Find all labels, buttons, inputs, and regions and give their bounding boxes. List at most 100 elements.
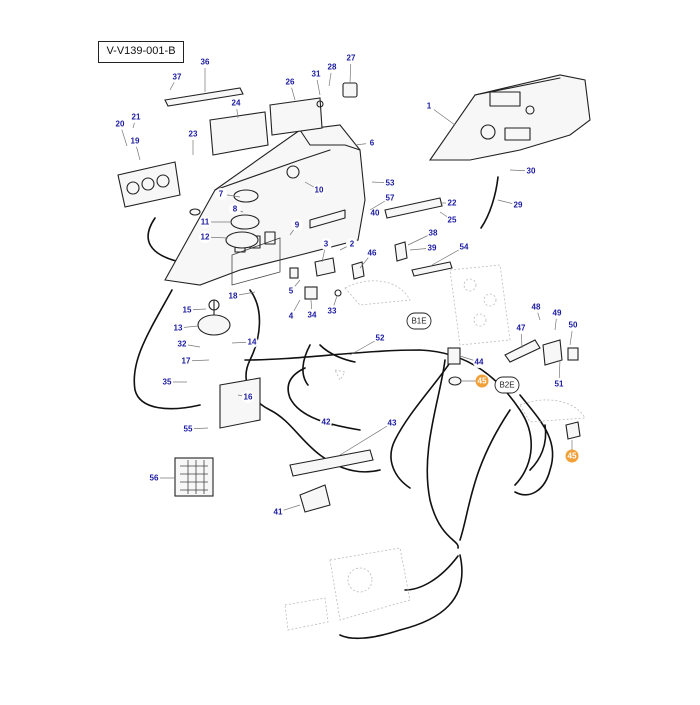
callout-bubble [161,376,173,388]
callout-bubble [553,378,565,390]
dashboard-housing [164,124,366,286]
callout-layer: 1234567891011121314151617181920212223242… [114,52,579,518]
callout-55: 55 [182,423,209,435]
callout-27: 27 [345,52,357,84]
callout-9: 9 [289,219,303,236]
callout-number: 46 [368,249,377,258]
callout-number: 53 [386,179,395,188]
callout-39: 39 [409,242,438,254]
callout-10: 10 [304,181,325,196]
callout-number: 44 [475,358,484,367]
callout-bubble [384,192,396,204]
callout-46: 46 [359,247,378,269]
callout-17: 17 [180,355,210,367]
callout-bubble [310,68,322,80]
callout-22: 22 [440,197,458,209]
callout-number: 11 [201,218,210,227]
callout-bubble [284,76,296,88]
callout-bubble [515,322,527,334]
callout-number: 41 [274,508,283,517]
sensor-guards [334,280,586,423]
callout-bubble [114,118,126,130]
callout-number: 38 [429,229,438,238]
callout-number: 43 [388,419,397,428]
callout-bubble [313,184,325,196]
callout-56: 56 [148,472,175,484]
callout-leader-line [339,422,393,456]
callout-number: 9 [295,221,300,230]
callout-1: 1 [423,100,456,126]
callout-31: 31 [310,68,322,96]
callout-32: 32 [176,338,201,350]
callout-number: 7 [219,190,224,199]
callout-number: 30 [527,167,536,176]
callout-bubble [320,238,332,250]
callout-45: 45 [565,440,579,463]
callout-23: 23 [187,128,199,155]
callout-number: 27 [347,54,356,63]
callout-number: 15 [183,306,192,315]
callout-43: 43 [339,417,398,456]
connector-b2e: B2E [494,376,520,394]
callout-number: 50 [569,321,578,330]
callout-number: 31 [312,70,321,79]
callout-number: 42 [322,418,331,427]
callout-bubble [326,61,338,73]
callout-number: 49 [553,309,562,318]
callout-bubble [386,417,398,429]
callout-30: 30 [509,165,537,177]
callout-8: 8 [229,203,244,215]
callout-bubble [512,199,524,211]
callout-bubble [230,97,242,109]
svg-text:B2E: B2E [499,381,514,390]
callout-24: 24 [230,97,242,119]
callout-11: 11 [199,216,230,228]
callout-bubble [346,238,358,250]
callout-19: 19 [129,135,141,161]
callout-bubble [272,506,284,518]
callout-54: 54 [431,241,470,266]
callout-bubble [345,52,357,64]
highlight-marker [565,449,579,463]
callout-bubble [199,216,211,228]
callout-35: 35 [161,376,187,388]
callout-number: 25 [448,216,457,225]
callout-number: 45 [568,452,577,461]
callout-28: 28 [326,61,338,87]
callout-number: 17 [182,357,191,366]
callout-48: 48 [530,301,542,321]
callout-57: 57 [369,192,396,211]
callout-number: 16 [244,393,253,402]
callout-number: 12 [201,233,210,242]
callout-number: 2 [350,240,355,249]
callout-bubble [148,472,160,484]
valve-block [284,264,511,631]
callout-number: 36 [201,58,210,67]
callout-number: 28 [328,63,337,72]
instrument-panel [428,74,591,161]
callout-7: 7 [215,188,241,200]
callout-number: 57 [386,194,395,203]
callout-bubble [130,111,142,123]
callout-47: 47 [515,322,527,349]
callout-bubble [326,305,338,317]
callout-number: 29 [514,201,523,210]
callout-15: 15 [181,304,207,316]
callout-number: 54 [460,243,469,252]
callout-number: 3 [324,240,329,249]
callout-bubble [180,355,192,367]
callout-bubble [530,301,542,313]
callout-bubble [285,310,297,322]
callout-45: 45 [461,374,489,388]
callout-13: 13 [172,322,199,334]
callout-number: 14 [248,338,257,347]
callout-number: 45 [478,377,487,386]
callout-44: 44 [459,355,485,368]
callout-52: 52 [349,332,386,356]
callout-bubble [458,241,470,253]
callout-bubble [199,231,211,243]
callout-25: 25 [439,211,458,226]
callout-number: 35 [163,378,172,387]
